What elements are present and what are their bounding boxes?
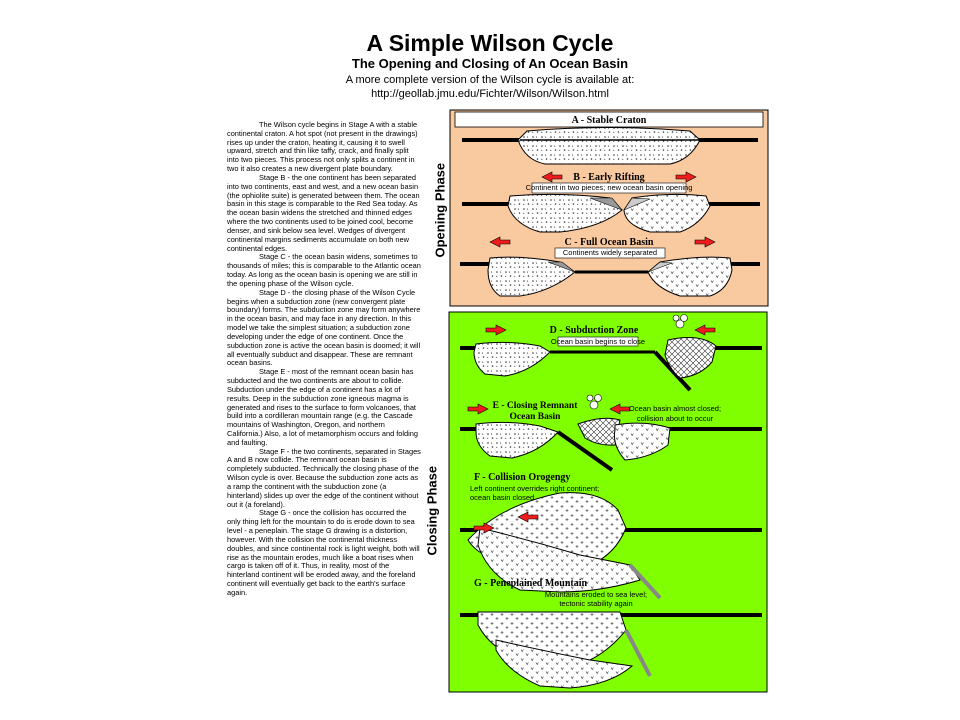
stage-g-title: G - Peneplained Mountain — [474, 578, 588, 589]
paragraph-stage-c: Stage C - the ocean basin widens, someti… — [227, 252, 421, 288]
stage-d-east-continent — [664, 337, 717, 379]
page-title: A Simple Wilson Cycle — [366, 30, 614, 56]
stage-c-west-continent — [487, 256, 576, 297]
paragraph-stage-b: Stage B - the one continent has been sep… — [227, 172, 420, 253]
stage-f-slab — [628, 563, 662, 600]
stage-e-note-line2: collision about to occur — [637, 414, 714, 423]
paragraph-stage-d: Stage D - the closing phase of the Wilso… — [227, 287, 421, 368]
stage-e-diagram: E - Closing Remnant Ocean Basin Ocean ba… — [460, 394, 762, 472]
stage-d-note: Ocean basin begins to close — [551, 337, 645, 346]
stage-d-subducting-slab — [653, 350, 692, 392]
stage-e-arc — [577, 417, 621, 446]
stage-e-note-line1: Ocean basin almost closed; — [629, 404, 721, 413]
stage-a-crust-left — [462, 138, 532, 142]
paragraph-stage-a: The Wilson cycle begins in Stage A with … — [227, 120, 418, 174]
stage-c-east-continent — [647, 256, 733, 297]
stage-c-diagram: C - Full Ocean Basin Continents widely s… — [460, 236, 760, 297]
stage-f-diagram: F - Collision Orogengy Left continent ov… — [460, 472, 762, 600]
stage-e-east-continent — [614, 422, 671, 461]
stage-e-west-continent — [475, 421, 559, 459]
stage-e-subducting-slab — [556, 430, 614, 472]
stage-g-note-line2: tectonic stability again — [559, 599, 632, 608]
explanation-text: The Wilson cycle begins in Stage A with … — [227, 120, 422, 598]
stage-c-title: C - Full Ocean Basin — [565, 237, 654, 248]
paragraph-stage-g: Stage G - once the collision has occurre… — [227, 508, 420, 597]
volcano-plume-icon — [672, 314, 688, 329]
stage-d-diagram: D - Subduction Zone Ocean basin begins t… — [460, 314, 762, 392]
stage-b-note: Continent in two pieces; new ocean basin… — [526, 183, 693, 192]
stage-g-peneplain-lower — [495, 639, 634, 689]
stage-d-west-continent — [473, 341, 551, 377]
paragraph-stage-f: Stage F - the two continents, separated … — [227, 446, 421, 509]
stage-g-slab — [624, 629, 652, 677]
stage-a-title: A - Stable Craton — [572, 115, 647, 126]
paragraph-stage-e: Stage E - most of the remnant ocean basi… — [227, 367, 419, 447]
page-subtitle: The Opening and Closing of An Ocean Basi… — [351, 56, 629, 71]
stage-e-title-line2: Ocean Basin — [510, 412, 562, 422]
reference-note: A more complete version of the Wilson cy… — [345, 74, 635, 86]
stage-g-diagram: G - Peneplained Mountain Mountains erode… — [460, 578, 762, 689]
reference-url[interactable]: http://geollab.jmu.edu/Fichter/Wilson/Wi… — [371, 88, 609, 100]
stage-b-diagram: B - Early Rifting Continent in two piece… — [462, 171, 760, 233]
volcano-plume-icon — [586, 394, 602, 410]
stage-b-west-continent — [507, 193, 623, 233]
stage-a-crust-right — [698, 138, 758, 142]
stage-c-note: Continents widely separated — [563, 248, 657, 257]
stage-f-mountain-lower — [477, 527, 641, 593]
stage-f-note-line2: ocean basin closed — [470, 493, 534, 502]
stage-a-diagram: A - Stable Craton — [454, 111, 764, 165]
stage-b-title: B - Early Rifting — [573, 172, 644, 183]
stage-e-title-line1: E - Closing Remnant — [493, 401, 579, 411]
stage-f-title: F - Collision Orogengy — [474, 472, 570, 483]
stage-d-title: D - Subduction Zone — [550, 325, 639, 336]
stage-b-east-continent — [623, 193, 711, 233]
stage-a-craton — [517, 127, 701, 165]
stage-g-note-line1: Mountains eroded to sea level; — [545, 590, 647, 599]
stage-f-note-line1: Left continent overrides right continent… — [470, 484, 599, 493]
